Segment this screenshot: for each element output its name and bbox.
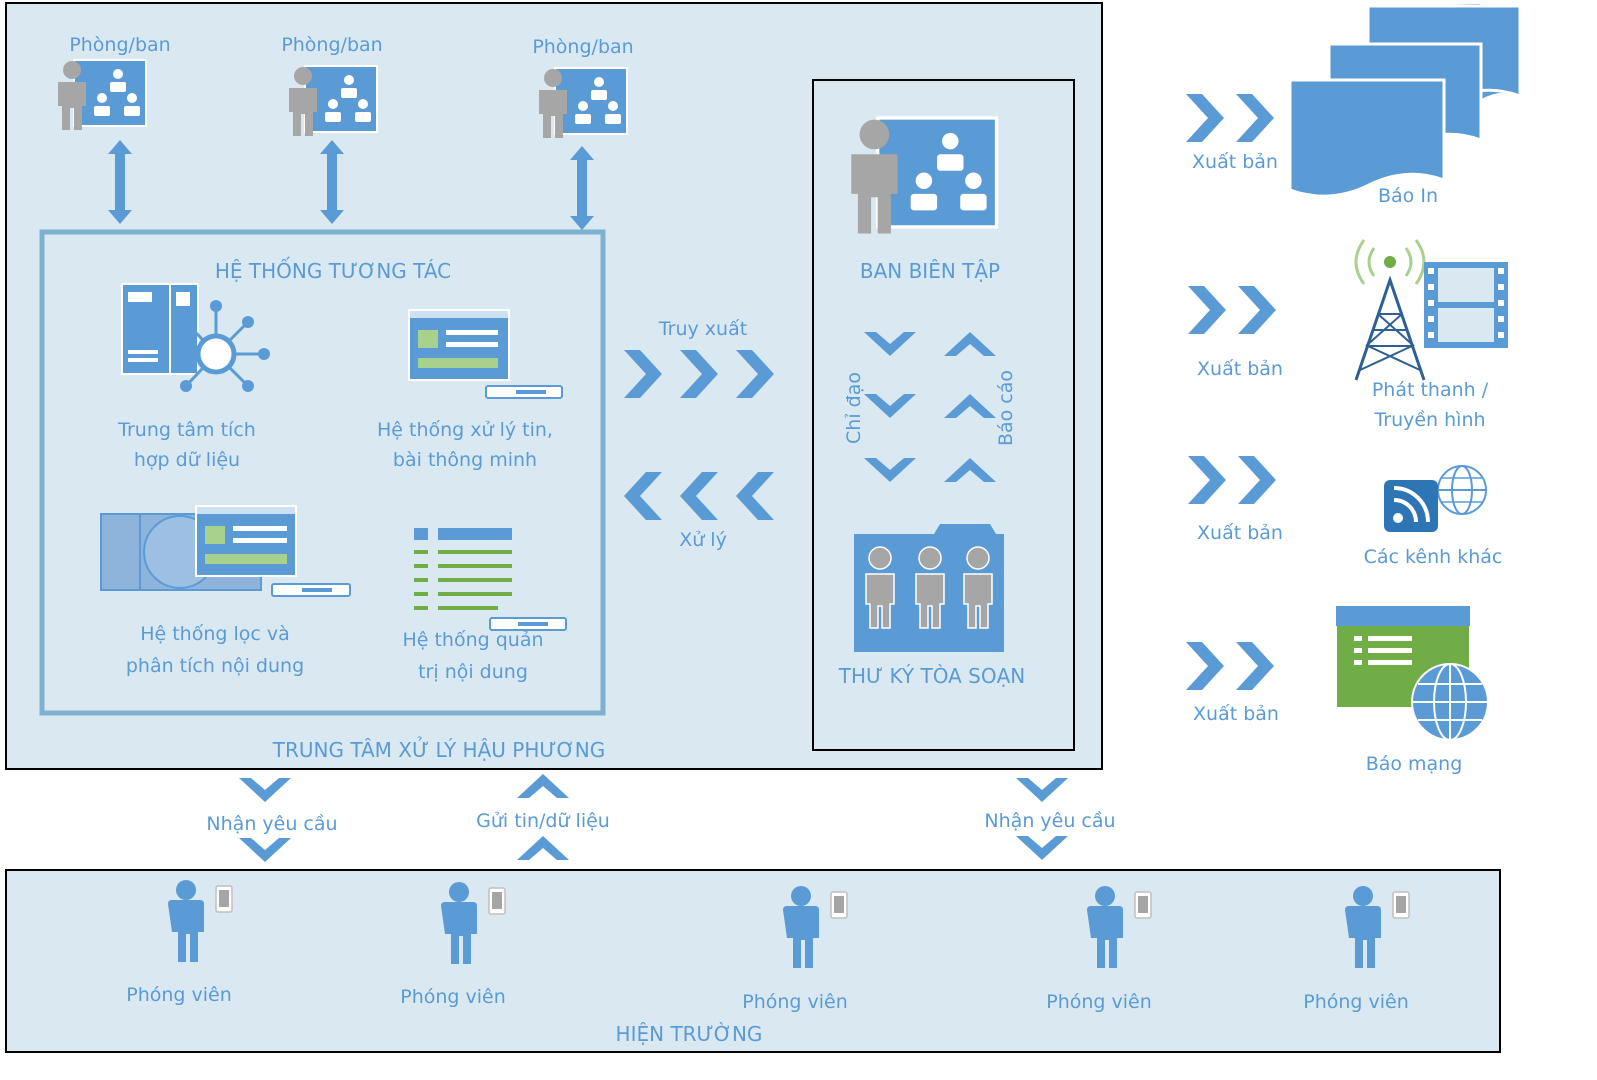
department-label: Phòng/ban xyxy=(532,36,633,58)
publish-label: Xuất bản xyxy=(1197,358,1283,380)
editorial-box xyxy=(812,79,1075,751)
send-data-label: Gửi tin/dữ liệu xyxy=(476,810,610,832)
hub-title: TRUNG TÂM XỬ LÝ HẬU PHƯƠNG xyxy=(272,737,606,762)
component-label: Hệ thống quản xyxy=(402,629,543,651)
secretary-title: THƯ KÝ TÒA SOẠN xyxy=(838,664,1025,688)
component-label: hợp dữ liệu xyxy=(134,449,240,471)
web-newspaper-icon xyxy=(1335,605,1489,741)
smart-news-processing-icon xyxy=(408,309,563,399)
reporter-label: Phóng viên xyxy=(400,986,506,1008)
channel-label: Phát thanh / xyxy=(1372,379,1489,401)
content-filter-analysis-icon xyxy=(100,505,351,597)
reporter-label: Phóng viên xyxy=(1046,991,1152,1013)
component-label: trị nội dung xyxy=(418,661,528,683)
publish-arrow xyxy=(1186,94,1274,142)
retrieve-label: Truy xuất xyxy=(658,318,747,340)
publish-arrow xyxy=(1186,642,1274,690)
component-label: Hệ thống xử lý tin, xyxy=(377,419,553,441)
reporter-label: Phóng viên xyxy=(126,984,232,1006)
broadcast-tower-icon xyxy=(1354,239,1508,381)
publish-label: Xuất bản xyxy=(1197,522,1283,544)
department-label: Phòng/ban xyxy=(281,34,382,56)
rss-globe-icon xyxy=(1384,465,1487,532)
receive-request-label: Nhận yêu cầu xyxy=(984,810,1115,832)
publish-arrow xyxy=(1188,456,1276,504)
secretary-icon xyxy=(854,524,1004,652)
reporter-label: Phóng viên xyxy=(742,991,848,1013)
component-label: Hệ thống lọc và xyxy=(140,623,290,645)
publish-label: Xuất bản xyxy=(1193,703,1279,725)
content-management-icon xyxy=(414,528,567,631)
interactive-system-box xyxy=(39,229,606,716)
channel-label: Báo In xyxy=(1378,185,1438,207)
print-newspaper-icon xyxy=(1288,4,1522,198)
interactive-system-title: HỆ THỐNG TƯƠNG TÁC xyxy=(215,257,451,283)
direct-label: Chỉ đạo xyxy=(843,372,865,444)
department-label: Phòng/ban xyxy=(69,34,170,56)
channel-label: Báo mạng xyxy=(1366,753,1463,775)
process-label: Xử lý xyxy=(679,529,727,551)
report-label: Báo cáo xyxy=(995,370,1017,446)
reporter-label: Phóng viên xyxy=(1303,991,1409,1013)
component-label: phân tích nội dung xyxy=(126,655,304,677)
field-title: HIỆN TRƯỜNG xyxy=(616,1022,763,1046)
publish-arrow xyxy=(1188,286,1276,334)
field-panel xyxy=(5,869,1501,1053)
component-label: bài thông minh xyxy=(393,449,537,471)
editorial-board-title: BAN BIÊN TẬP xyxy=(860,259,1000,283)
channel-label: Truyền hình xyxy=(1373,409,1485,431)
data-center-icon xyxy=(121,283,270,392)
channel-label: Các kênh khác xyxy=(1364,546,1503,568)
receive-request-label: Nhận yêu cầu xyxy=(206,813,337,835)
component-label: Trung tâm tích xyxy=(117,419,256,441)
publish-label: Xuất bản xyxy=(1192,151,1278,173)
